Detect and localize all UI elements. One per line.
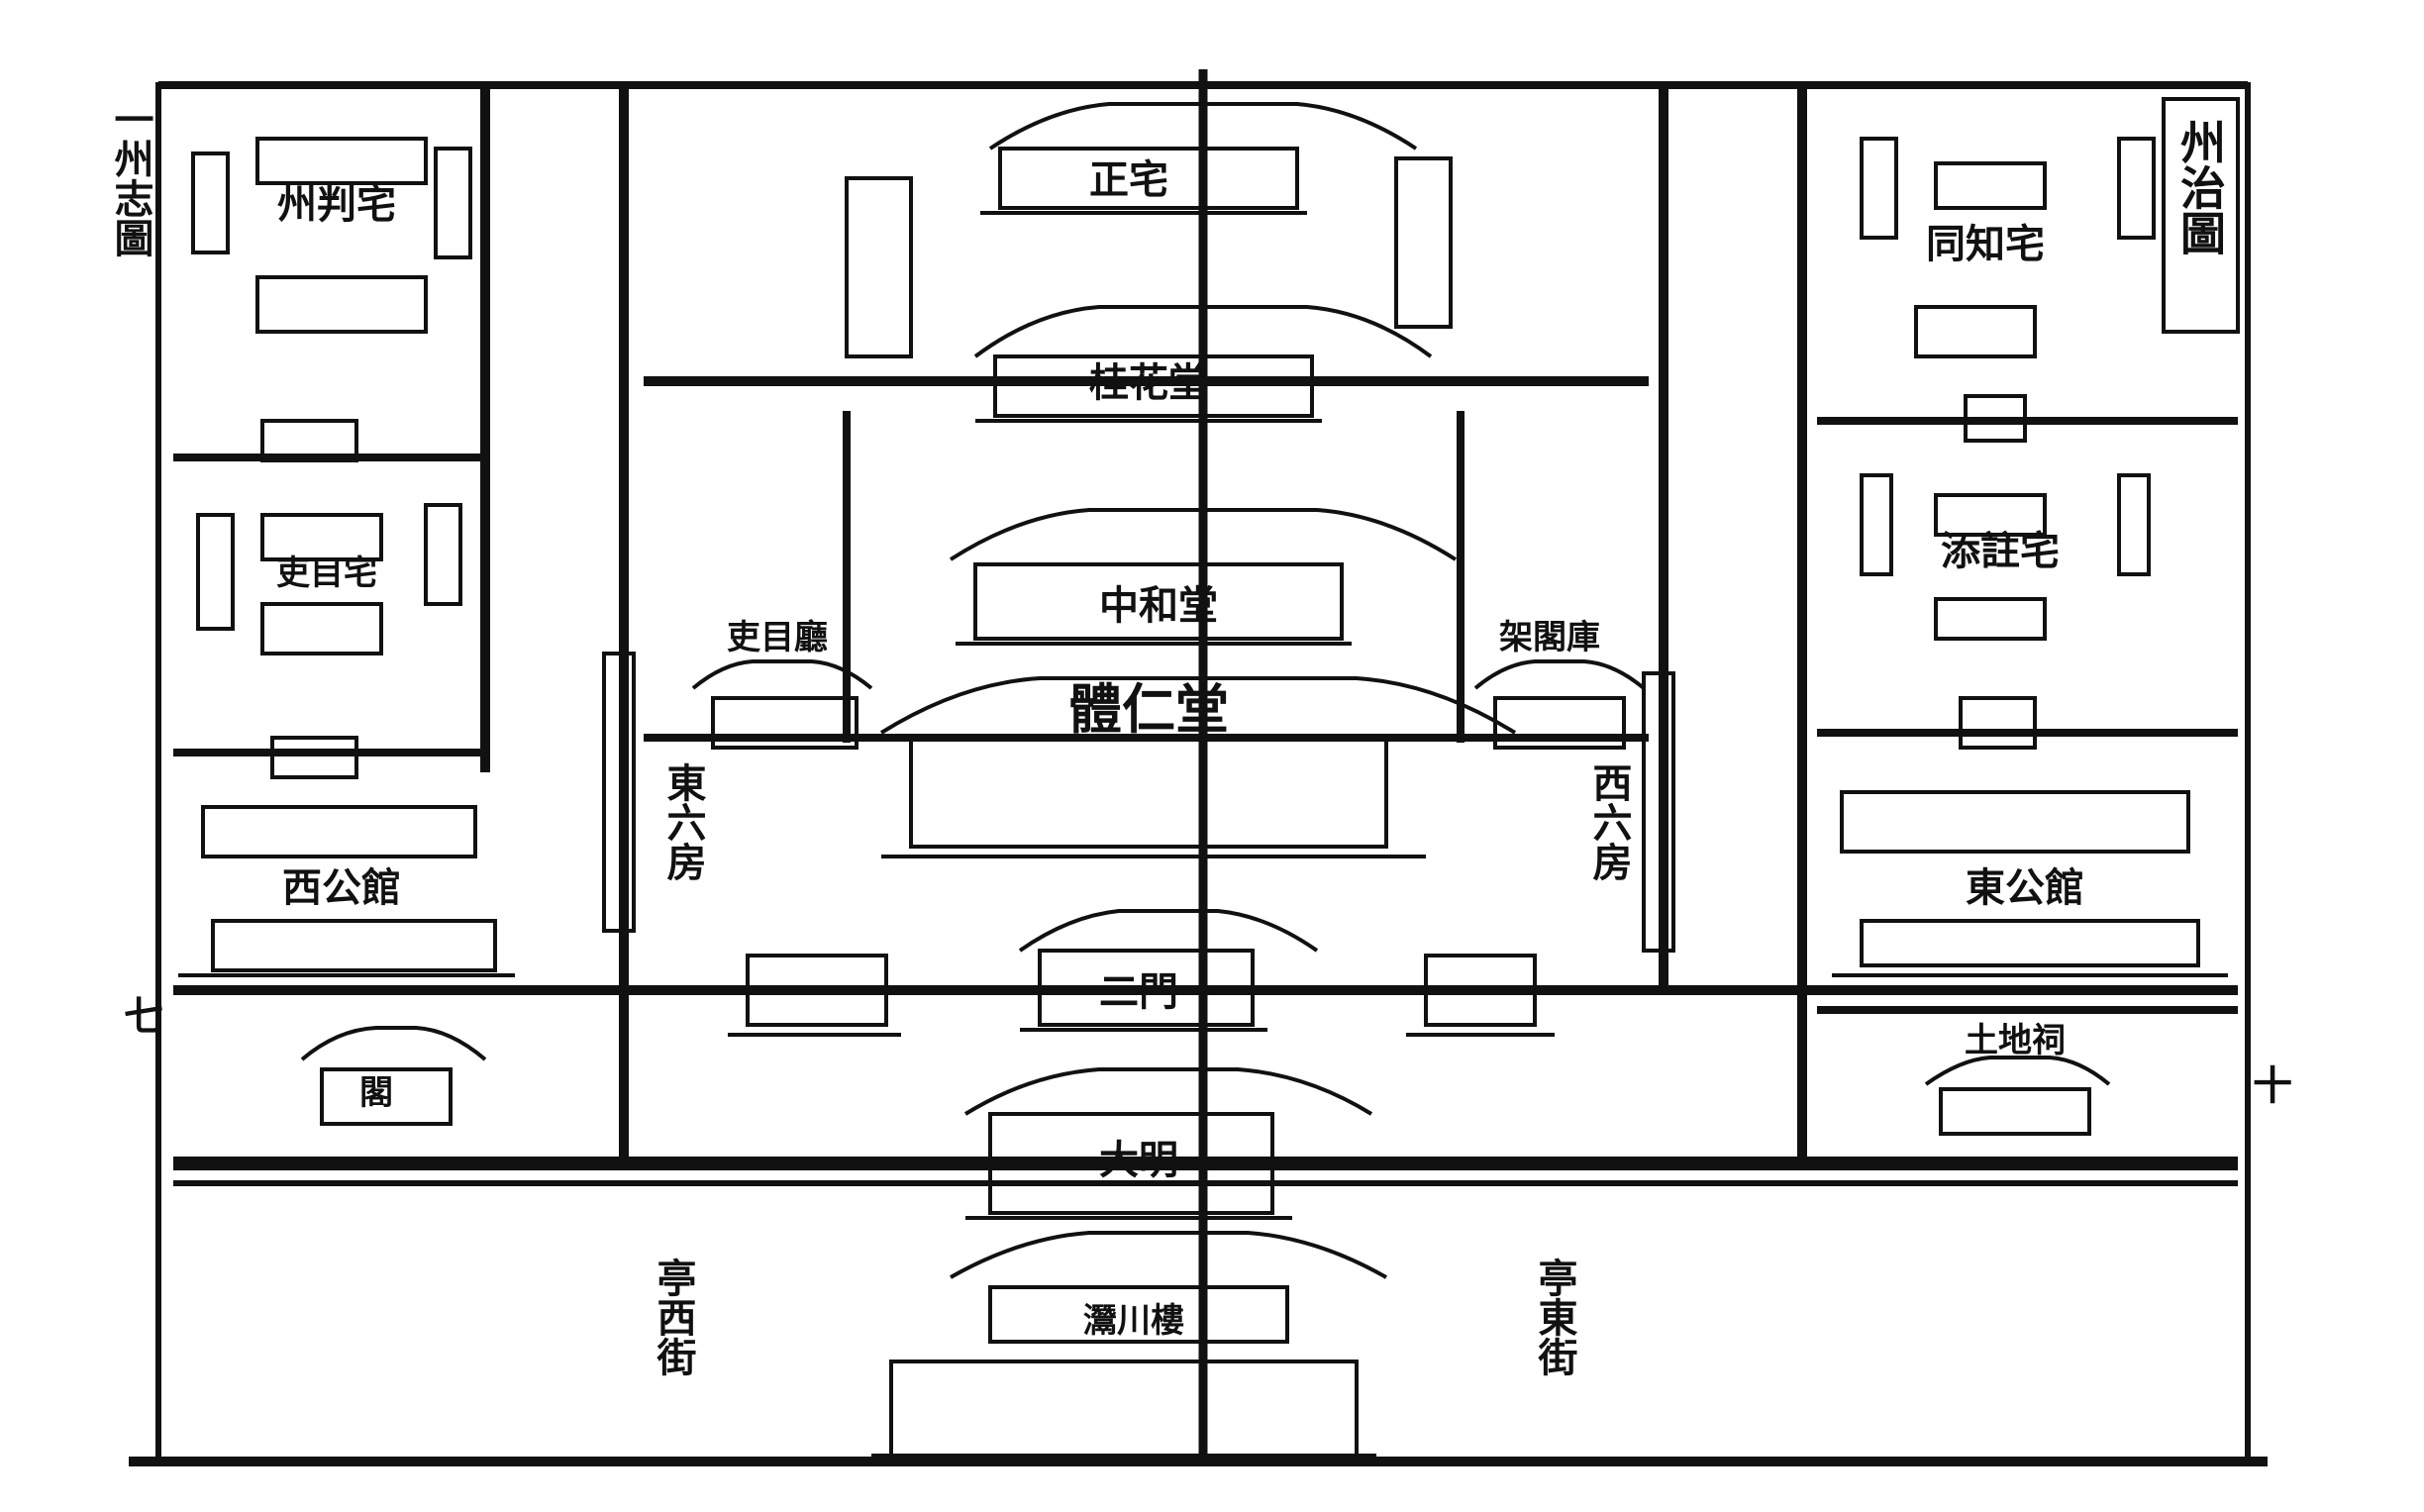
label-west-hall: 西公館 <box>282 864 401 911</box>
magistrate-residence-glyph <box>1860 137 2156 358</box>
east-gatehouse-glyph <box>1406 954 1555 1037</box>
label-harmony-hall: 中和堂 <box>1099 582 1218 629</box>
clerk-residence-glyph <box>196 419 462 655</box>
label-magistrate-residence: 同知宅 <box>1926 221 2045 267</box>
label-west-pavilion: 閣 <box>359 1073 393 1113</box>
gate-tower-glyph <box>871 1231 1387 1458</box>
clerk-office-glyph <box>691 659 873 750</box>
label-clerk-office: 吏目廳 <box>727 618 828 657</box>
label-east-hall: 東公館 <box>1966 864 2084 911</box>
flower-hall-glyph <box>973 305 1433 423</box>
west-pavilion-glyph <box>300 1026 487 1126</box>
label-west-wing: 東六房 <box>660 762 707 881</box>
great-gate-glyph <box>963 1067 1373 1220</box>
second-gate-glyph <box>1018 909 1319 1032</box>
label-gate-tower: 灊川樓 <box>1083 1301 1184 1341</box>
page-mark-right: 十 <box>2253 1062 2292 1109</box>
label-treasury: 架閣庫 <box>1499 618 1600 657</box>
page-mark-left: 七 <box>124 993 163 1040</box>
label-chief-residence: 正宅 <box>1089 156 1168 203</box>
label-great-gate: 大明 <box>1099 1137 1178 1183</box>
label-benevolence-hall: 體仁堂 <box>1068 677 1229 741</box>
label-judge-residence: 州判宅 <box>277 181 396 228</box>
margin-left-label: 一州志圖 <box>108 99 154 257</box>
label-second-gate: 二門 <box>1099 968 1178 1015</box>
map-title: 州治圖 <box>2173 119 2227 255</box>
west-wing-glyph <box>602 176 913 933</box>
harmony-hall-glyph <box>949 508 1458 646</box>
labels: 州治圖 一州志圖 七 十 正宅 桂花堂 中和堂 體仁堂 二門 大明 灊川樓 州判… <box>108 99 2293 1376</box>
benevolence-hall-glyph <box>879 676 1517 858</box>
building-glyphs <box>178 102 2228 1458</box>
west-hall-glyph <box>178 736 515 977</box>
label-flower-hall: 桂花堂 <box>1089 359 1208 406</box>
label-east-street: 亭東街 <box>1532 1258 1579 1376</box>
assistant-residence-glyph <box>1860 394 2151 750</box>
label-east-wing: 西六房 <box>1586 762 1633 881</box>
label-clerk-residence: 吏目宅 <box>276 554 377 593</box>
east-wing-glyph <box>1394 156 1675 953</box>
east-hall-glyph <box>1832 790 2228 977</box>
label-east-shrine: 土地祠 <box>1965 1021 2066 1060</box>
east-shrine-glyph <box>1924 1056 2111 1136</box>
label-assistant-residence: 添註宅 <box>1941 528 2060 574</box>
judge-residence-glyph <box>191 137 472 334</box>
west-gatehouse-glyph <box>728 954 901 1037</box>
frame-lines <box>129 69 2268 1466</box>
treasury-glyph <box>1473 659 1646 750</box>
chief-residence-glyph <box>980 102 1418 215</box>
label-west-street: 亭西街 <box>651 1258 698 1376</box>
